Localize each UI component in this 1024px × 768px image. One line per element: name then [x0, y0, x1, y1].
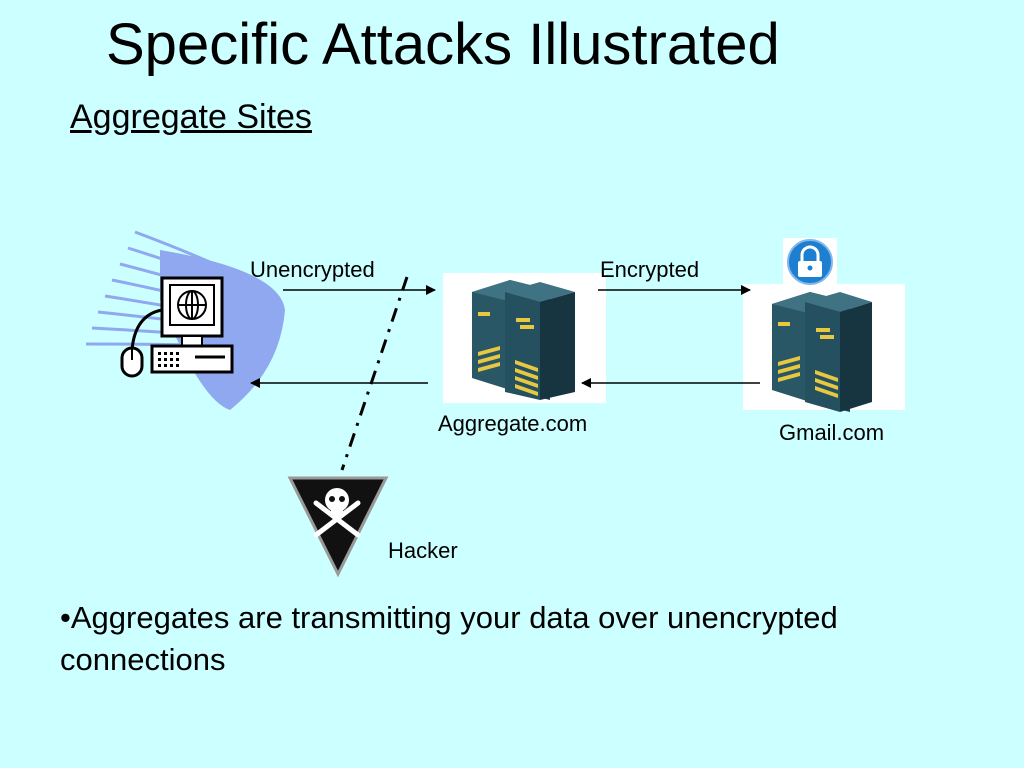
slide-title: Specific Attacks Illustrated	[106, 12, 780, 77]
computer-terminal-icon	[85, 230, 285, 410]
hacker-intercept-line	[340, 276, 409, 471]
aggregate-label: Aggregate.com	[438, 411, 588, 436]
encrypted-label: Encrypted	[600, 257, 700, 282]
padlock-icon	[787, 239, 833, 285]
hacker-label: Hacker	[388, 538, 458, 563]
gmail-label: Gmail.com	[779, 420, 885, 445]
aggregate-server-icon	[472, 280, 575, 400]
gmail-server-icon	[772, 292, 872, 412]
skull-crossbones-icon	[287, 476, 389, 578]
unencrypted-label: Unencrypted	[250, 257, 375, 282]
slide-subtitle: Aggregate Sites	[70, 98, 312, 136]
bullet-point: •Aggregates are transmitting your data o…	[60, 600, 838, 677]
